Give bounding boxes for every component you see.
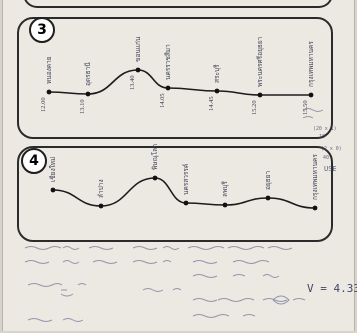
side-note-label: USE bbox=[324, 165, 337, 173]
station-dot bbox=[165, 85, 171, 91]
station-name-label: พิษณุโลก bbox=[151, 144, 159, 170]
station-time-label: 13.40 bbox=[129, 75, 136, 90]
station-name-label: กรุงเทพมหานคร bbox=[312, 154, 319, 200]
side-note: (20 x 1) bbox=[313, 126, 337, 132]
station-name-label: เชียงใหม่ bbox=[49, 157, 57, 182]
side-note: (2 x 0) bbox=[321, 146, 342, 152]
panel-number-badge: 3 bbox=[29, 17, 55, 43]
station-name-label: ลพบุรี bbox=[221, 181, 229, 197]
station-dot bbox=[98, 203, 104, 209]
station-dot bbox=[135, 67, 141, 73]
station-time-label: 14.05 bbox=[159, 93, 166, 108]
station-name-label: กรุงเทพมหานคร bbox=[308, 41, 315, 87]
station-dot bbox=[152, 175, 158, 181]
panel-number-badge: 4 bbox=[21, 148, 47, 174]
station-time-label: 15.50 bbox=[302, 100, 309, 115]
station-dot bbox=[312, 205, 318, 211]
station-name-label: ลำปาง bbox=[97, 179, 105, 198]
route-drawings: หนองคาย 12.00 อุดรธานี 13.10 ขอนแก่น 13.40 นคร… bbox=[40, 36, 319, 211]
station-dot bbox=[46, 89, 52, 95]
station-time-label: 12.00 bbox=[40, 97, 47, 112]
station-name-label: อุดรธานี bbox=[84, 62, 92, 86]
station-name-label: อยุธยา bbox=[265, 171, 272, 190]
station-name-label: หนองคาย bbox=[46, 56, 53, 84]
side-note: 10 bbox=[319, 134, 325, 140]
station-dot bbox=[214, 88, 220, 94]
station-dot bbox=[85, 91, 91, 97]
side-note: 40 bbox=[323, 155, 329, 161]
station-dot bbox=[183, 200, 189, 206]
station-name-label: ขอนแก่น bbox=[135, 36, 142, 62]
station-dot bbox=[308, 92, 314, 98]
station-name-label: พระนครศรีอยุธยา bbox=[256, 36, 264, 87]
station-dot bbox=[257, 92, 263, 98]
station-name-label: นครสวรรค์ bbox=[182, 164, 190, 195]
station-time-label: 13.10 bbox=[79, 99, 86, 114]
route-panel-3 bbox=[17, 17, 333, 139]
station-dot bbox=[265, 195, 271, 201]
station-dot bbox=[222, 202, 228, 208]
station-time-label: 14.45 bbox=[208, 96, 215, 111]
station-time-label: 15.20 bbox=[251, 100, 258, 115]
route-panel-4 bbox=[17, 146, 333, 242]
station-dot bbox=[50, 187, 56, 193]
station-name-label: สระบุรี bbox=[213, 64, 221, 83]
handwriting-layer bbox=[24, 108, 324, 322]
station-name-label: นครราชสีมา bbox=[164, 44, 172, 80]
result-note: V = 4.33 bbox=[307, 282, 357, 295]
